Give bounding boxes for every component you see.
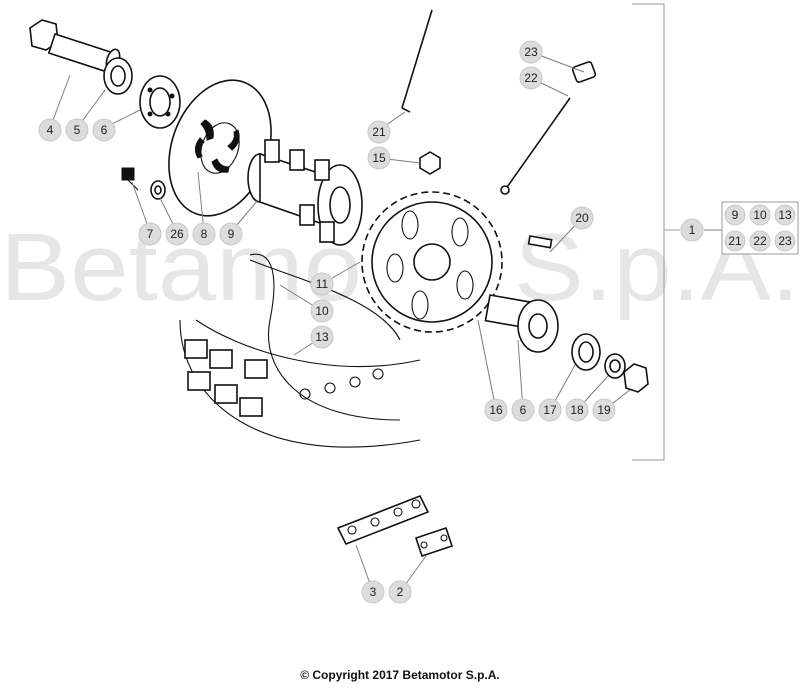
kit-callout-21[interactable]: 21 bbox=[724, 230, 746, 252]
callout-16[interactable]: 16 bbox=[484, 398, 508, 422]
callout-6-left[interactable]: 6 bbox=[92, 118, 116, 142]
callout-6-right[interactable]: 6 bbox=[511, 398, 535, 422]
callout-label: 1 bbox=[689, 223, 696, 237]
callout-label: 9 bbox=[228, 227, 235, 241]
ring-part bbox=[604, 353, 626, 379]
callout-18[interactable]: 18 bbox=[565, 398, 589, 422]
callout-23[interactable]: 23 bbox=[519, 40, 543, 64]
callout-3[interactable]: 3 bbox=[361, 580, 385, 604]
kit-callout-10[interactable]: 10 bbox=[749, 204, 771, 226]
kit-box: 9 10 13 21 22 23 bbox=[721, 201, 799, 255]
callout-label: 21 bbox=[372, 125, 386, 139]
callout-label: 5 bbox=[74, 123, 81, 137]
callout-2[interactable]: 2 bbox=[388, 580, 412, 604]
chain-part bbox=[336, 494, 430, 546]
callout-label: 18 bbox=[570, 403, 584, 417]
callout-label: 2 bbox=[397, 585, 404, 599]
callout-19[interactable]: 19 bbox=[592, 398, 616, 422]
axle-nut-part bbox=[623, 363, 649, 393]
callout-5[interactable]: 5 bbox=[65, 118, 89, 142]
kit-callout-9[interactable]: 9 bbox=[724, 204, 746, 226]
callout-label: 22 bbox=[524, 71, 538, 85]
callout-7[interactable]: 7 bbox=[138, 222, 162, 246]
callout-label: 22 bbox=[753, 234, 767, 248]
chain-link-part bbox=[414, 526, 454, 558]
callout-label: 13 bbox=[315, 330, 329, 344]
callout-label: 13 bbox=[778, 208, 792, 222]
callout-label: 6 bbox=[101, 123, 108, 137]
callout-label: 4 bbox=[47, 123, 54, 137]
bearing-left-part bbox=[139, 75, 181, 129]
callout-17[interactable]: 17 bbox=[538, 398, 562, 422]
callout-22[interactable]: 22 bbox=[519, 66, 543, 90]
copyright-text: © Copyright 2017 Betamotor S.p.A. bbox=[300, 668, 500, 682]
callout-label: 17 bbox=[543, 403, 557, 417]
callout-label: 10 bbox=[753, 208, 767, 222]
nut-part bbox=[419, 151, 441, 175]
callout-26[interactable]: 26 bbox=[165, 222, 189, 246]
callout-label: 26 bbox=[170, 227, 184, 241]
kit-callout-22[interactable]: 22 bbox=[749, 230, 771, 252]
callout-label: 10 bbox=[315, 304, 329, 318]
kit-bracket bbox=[632, 3, 665, 461]
bearing-right-part bbox=[517, 299, 559, 353]
callout-20[interactable]: 20 bbox=[570, 206, 594, 230]
brake-disc-part bbox=[168, 79, 272, 217]
rim-part bbox=[195, 259, 421, 400]
callout-label: 19 bbox=[597, 403, 611, 417]
tyre-part bbox=[179, 253, 421, 448]
callout-11[interactable]: 11 bbox=[310, 272, 334, 296]
callout-4[interactable]: 4 bbox=[38, 118, 62, 142]
callout-label: 6 bbox=[520, 403, 527, 417]
spoke-long-part bbox=[500, 97, 571, 195]
kit-callout-13[interactable]: 13 bbox=[774, 204, 796, 226]
spoke-part bbox=[401, 9, 433, 113]
callout-label: 11 bbox=[316, 277, 329, 291]
kit-callout-23[interactable]: 23 bbox=[774, 230, 796, 252]
callout-label: 8 bbox=[201, 227, 208, 241]
callout-10[interactable]: 10 bbox=[310, 299, 334, 323]
callout-8[interactable]: 8 bbox=[192, 222, 216, 246]
callout-label: 23 bbox=[778, 234, 792, 248]
callout-label: 20 bbox=[575, 211, 589, 225]
callout-label: 7 bbox=[147, 227, 154, 241]
callout-label: 15 bbox=[372, 151, 386, 165]
sprocket-part bbox=[361, 191, 503, 333]
callout-21[interactable]: 21 bbox=[367, 120, 391, 144]
spacer-part bbox=[103, 57, 133, 95]
sprocket-bolt-part bbox=[527, 235, 553, 249]
callout-15[interactable]: 15 bbox=[367, 146, 391, 170]
callout-label: 16 bbox=[489, 403, 503, 417]
hub-part bbox=[247, 139, 363, 246]
callout-1[interactable]: 1 bbox=[680, 218, 704, 242]
callout-label: 21 bbox=[728, 234, 742, 248]
seal-part bbox=[571, 333, 601, 371]
bolt-part bbox=[121, 167, 139, 191]
callout-label: 3 bbox=[370, 585, 377, 599]
washer-part bbox=[150, 180, 166, 200]
callout-9[interactable]: 9 bbox=[219, 222, 243, 246]
callout-label: 9 bbox=[732, 208, 739, 222]
callout-13[interactable]: 13 bbox=[310, 325, 334, 349]
callout-label: 23 bbox=[524, 45, 538, 59]
